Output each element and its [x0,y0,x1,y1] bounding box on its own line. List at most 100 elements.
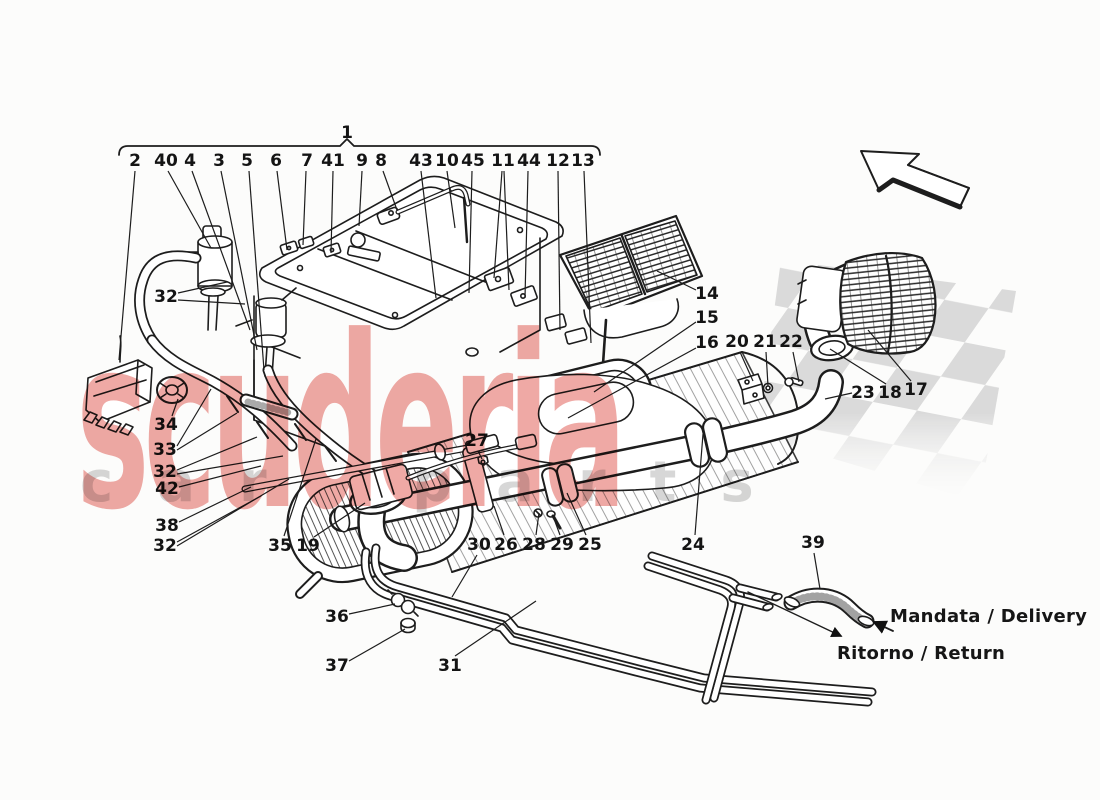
leader-line-30 [451,554,478,598]
callout-number-9: 9 [356,151,368,171]
callout-number-40: 40 [154,151,178,171]
callout-number-31: 31 [438,656,462,676]
leader-line-15 [593,321,697,393]
leader-line-38 [178,486,252,523]
callout-number-29: 29 [550,535,574,555]
callout-number-8: 8 [375,151,387,171]
return-flow-label: Ritorno / Return [837,643,1006,664]
leader-line-16 [567,347,697,419]
callout-number-35: 35 [268,536,292,556]
callout-number-36: 36 [325,607,349,627]
leader-line-3 [220,170,258,351]
callout-number-41: 41 [321,151,345,171]
leader-line-32 [176,478,290,547]
central-vent-grille [558,214,704,427]
direction-arrow [860,150,970,210]
callout-number-1: 1 [341,123,353,143]
assembly-bracket [118,138,601,156]
callout-number-4: 4 [184,151,196,171]
delivery-flow-label: Mandata / Delivery [890,606,1088,627]
callout-number-27: 27 [465,431,489,451]
leader-line-37 [348,628,406,662]
leader-line-32 [177,281,228,294]
leader-line-39 [813,552,821,590]
leader-line-33 [176,388,212,447]
leader-line-20 [739,351,754,382]
leader-line-43 [420,170,437,299]
callout-number-37: 37 [325,656,349,676]
leader-line-13 [583,170,592,344]
leader-line-7 [302,170,307,246]
grommet [156,376,188,404]
leader-line-12 [557,170,561,331]
heater-valve [235,287,297,377]
callout-number-5: 5 [241,151,253,171]
callout-number-30: 30 [467,535,491,555]
leader-line-35 [283,438,317,537]
side-vent-assembly [796,251,937,362]
callout-number-15: 15 [695,308,719,328]
heater-pipe [329,369,844,533]
underbody-pipes [360,543,877,707]
leader-line-28 [535,512,540,536]
leader-line-34 [171,398,179,417]
multi-pin-connector [83,335,153,436]
lid-brackets [279,235,342,258]
heater-box-lid [258,175,564,331]
leader-line-31 [454,600,537,657]
callout-number-6: 6 [270,151,282,171]
leader-line-19 [313,502,366,538]
callout-number-3: 3 [213,151,225,171]
leader-line-24 [694,433,704,536]
callout-number-11: 11 [491,151,515,171]
leader-line-9 [358,170,363,227]
callout-number-12: 12 [546,151,570,171]
flow-arrows [747,591,894,637]
callout-number-17: 17 [904,380,928,400]
callout-number-24: 24 [681,535,705,555]
callout-number-45: 45 [461,151,485,171]
leader-line-2 [118,170,136,361]
callout-number-39: 39 [801,533,825,553]
callout-number-13: 13 [571,151,595,171]
leader-line-45 [468,170,473,294]
callout-number-43: 43 [409,151,433,171]
leader-line-17 [867,329,912,382]
callout-number-42: 42 [155,479,179,499]
mounting-clips [483,266,588,345]
leader-line-40 [167,170,212,249]
leader-line-27 [477,450,483,460]
callout-number-28: 28 [522,535,546,555]
hose-clamp-and-cap [387,589,419,634]
callout-number-14: 14 [695,284,719,304]
leader-line-11 [503,170,510,291]
leader-line-22 [792,351,800,383]
leader-line-32 [176,455,284,475]
leader-line-10 [446,170,456,229]
callout-number-32: 32 [153,536,177,556]
leader-line-41 [330,170,334,254]
callout-number-26: 26 [494,535,518,555]
leader-line-26 [493,505,505,536]
callout-number-21: 21 [753,332,777,352]
leader-line-25 [566,492,587,536]
callout-number-44: 44 [517,151,541,171]
callout-number-23: 23 [851,383,875,403]
leader-line-5 [248,170,265,371]
callout-number-22: 22 [779,332,803,352]
callout-number-38: 38 [155,516,179,536]
leader-line-18 [829,348,887,385]
callout-number-32: 32 [153,462,177,482]
callout-number-32: 32 [154,287,178,307]
leader-line-21 [765,351,769,387]
callout-number-2: 2 [129,151,141,171]
blower-plug [349,433,538,511]
leader-line-32 [176,436,258,471]
callout-number-18: 18 [878,383,902,403]
flexible-hose [783,587,875,629]
callout-number-33: 33 [153,440,177,460]
callout-number-10: 10 [435,151,459,171]
callout-number-7: 7 [301,151,313,171]
